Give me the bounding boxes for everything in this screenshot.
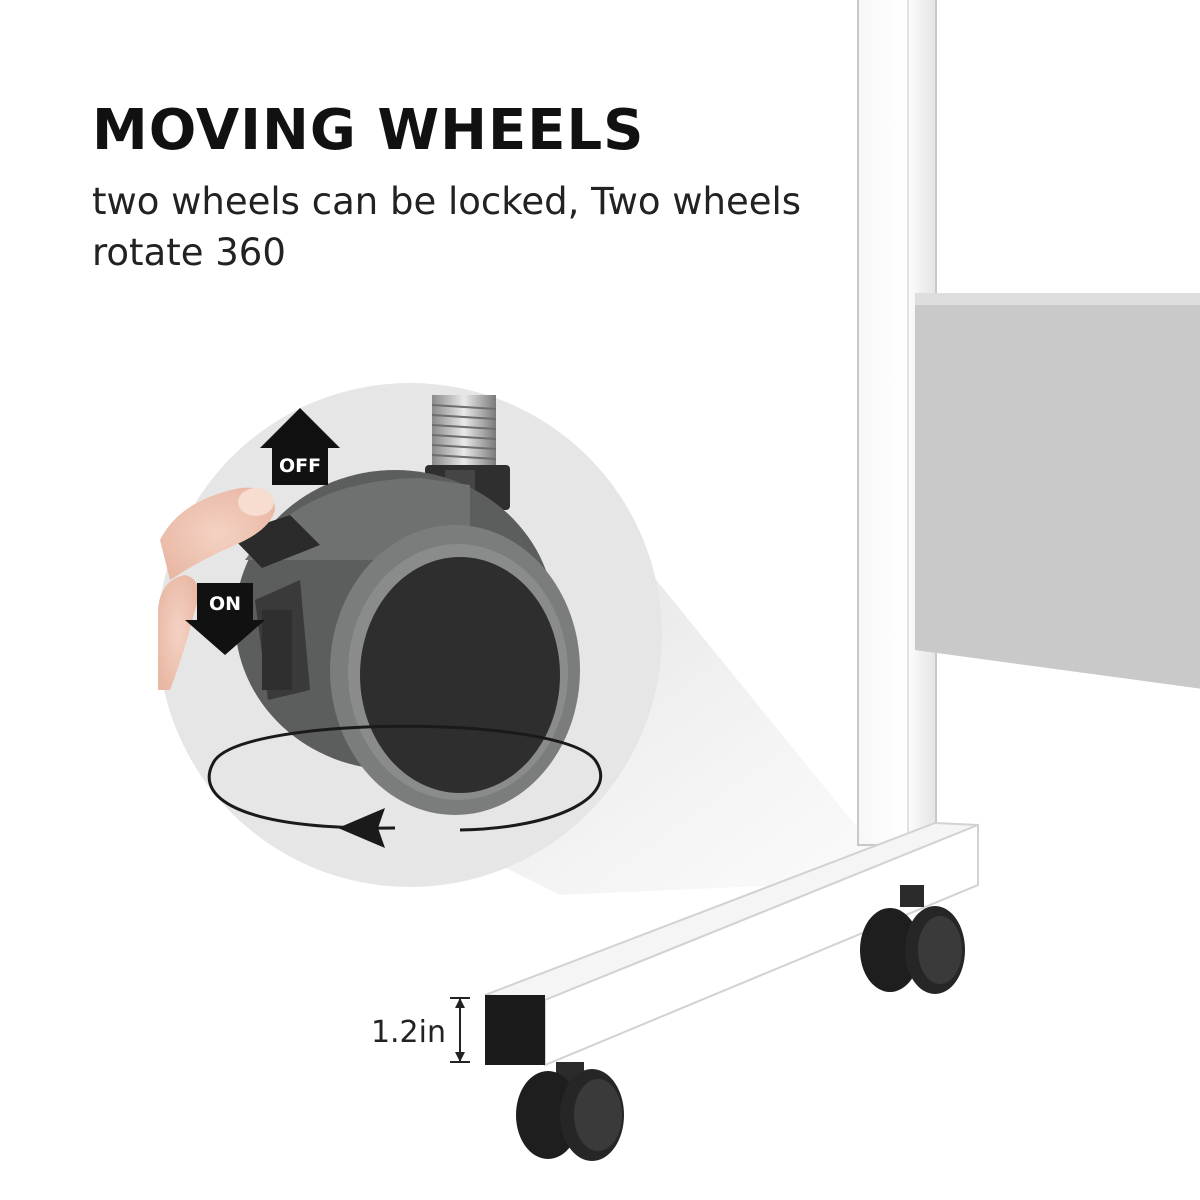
rotation-arrow-icon <box>207 724 603 848</box>
side-panel <box>915 293 1200 689</box>
page-subtitle: two wheels can be locked, Two wheels rot… <box>92 180 802 274</box>
zoomed-caster <box>158 395 603 848</box>
lock-on-indicator: ON <box>185 583 265 655</box>
lock-off-label: OFF <box>279 455 321 477</box>
arrow-down-icon <box>185 615 265 655</box>
lock-off-indicator: OFF <box>260 408 340 485</box>
lock-on-label: ON <box>209 593 241 615</box>
page-title: MOVING WHEELS <box>92 98 645 163</box>
dimension-label: 1.2in <box>371 1015 446 1050</box>
finger <box>158 487 275 690</box>
rear-caster <box>860 885 965 994</box>
front-caster <box>516 1062 624 1161</box>
base-foot <box>484 821 979 1067</box>
wheel-hub <box>360 557 560 793</box>
dimension-marker: 1.2in <box>371 997 470 1063</box>
